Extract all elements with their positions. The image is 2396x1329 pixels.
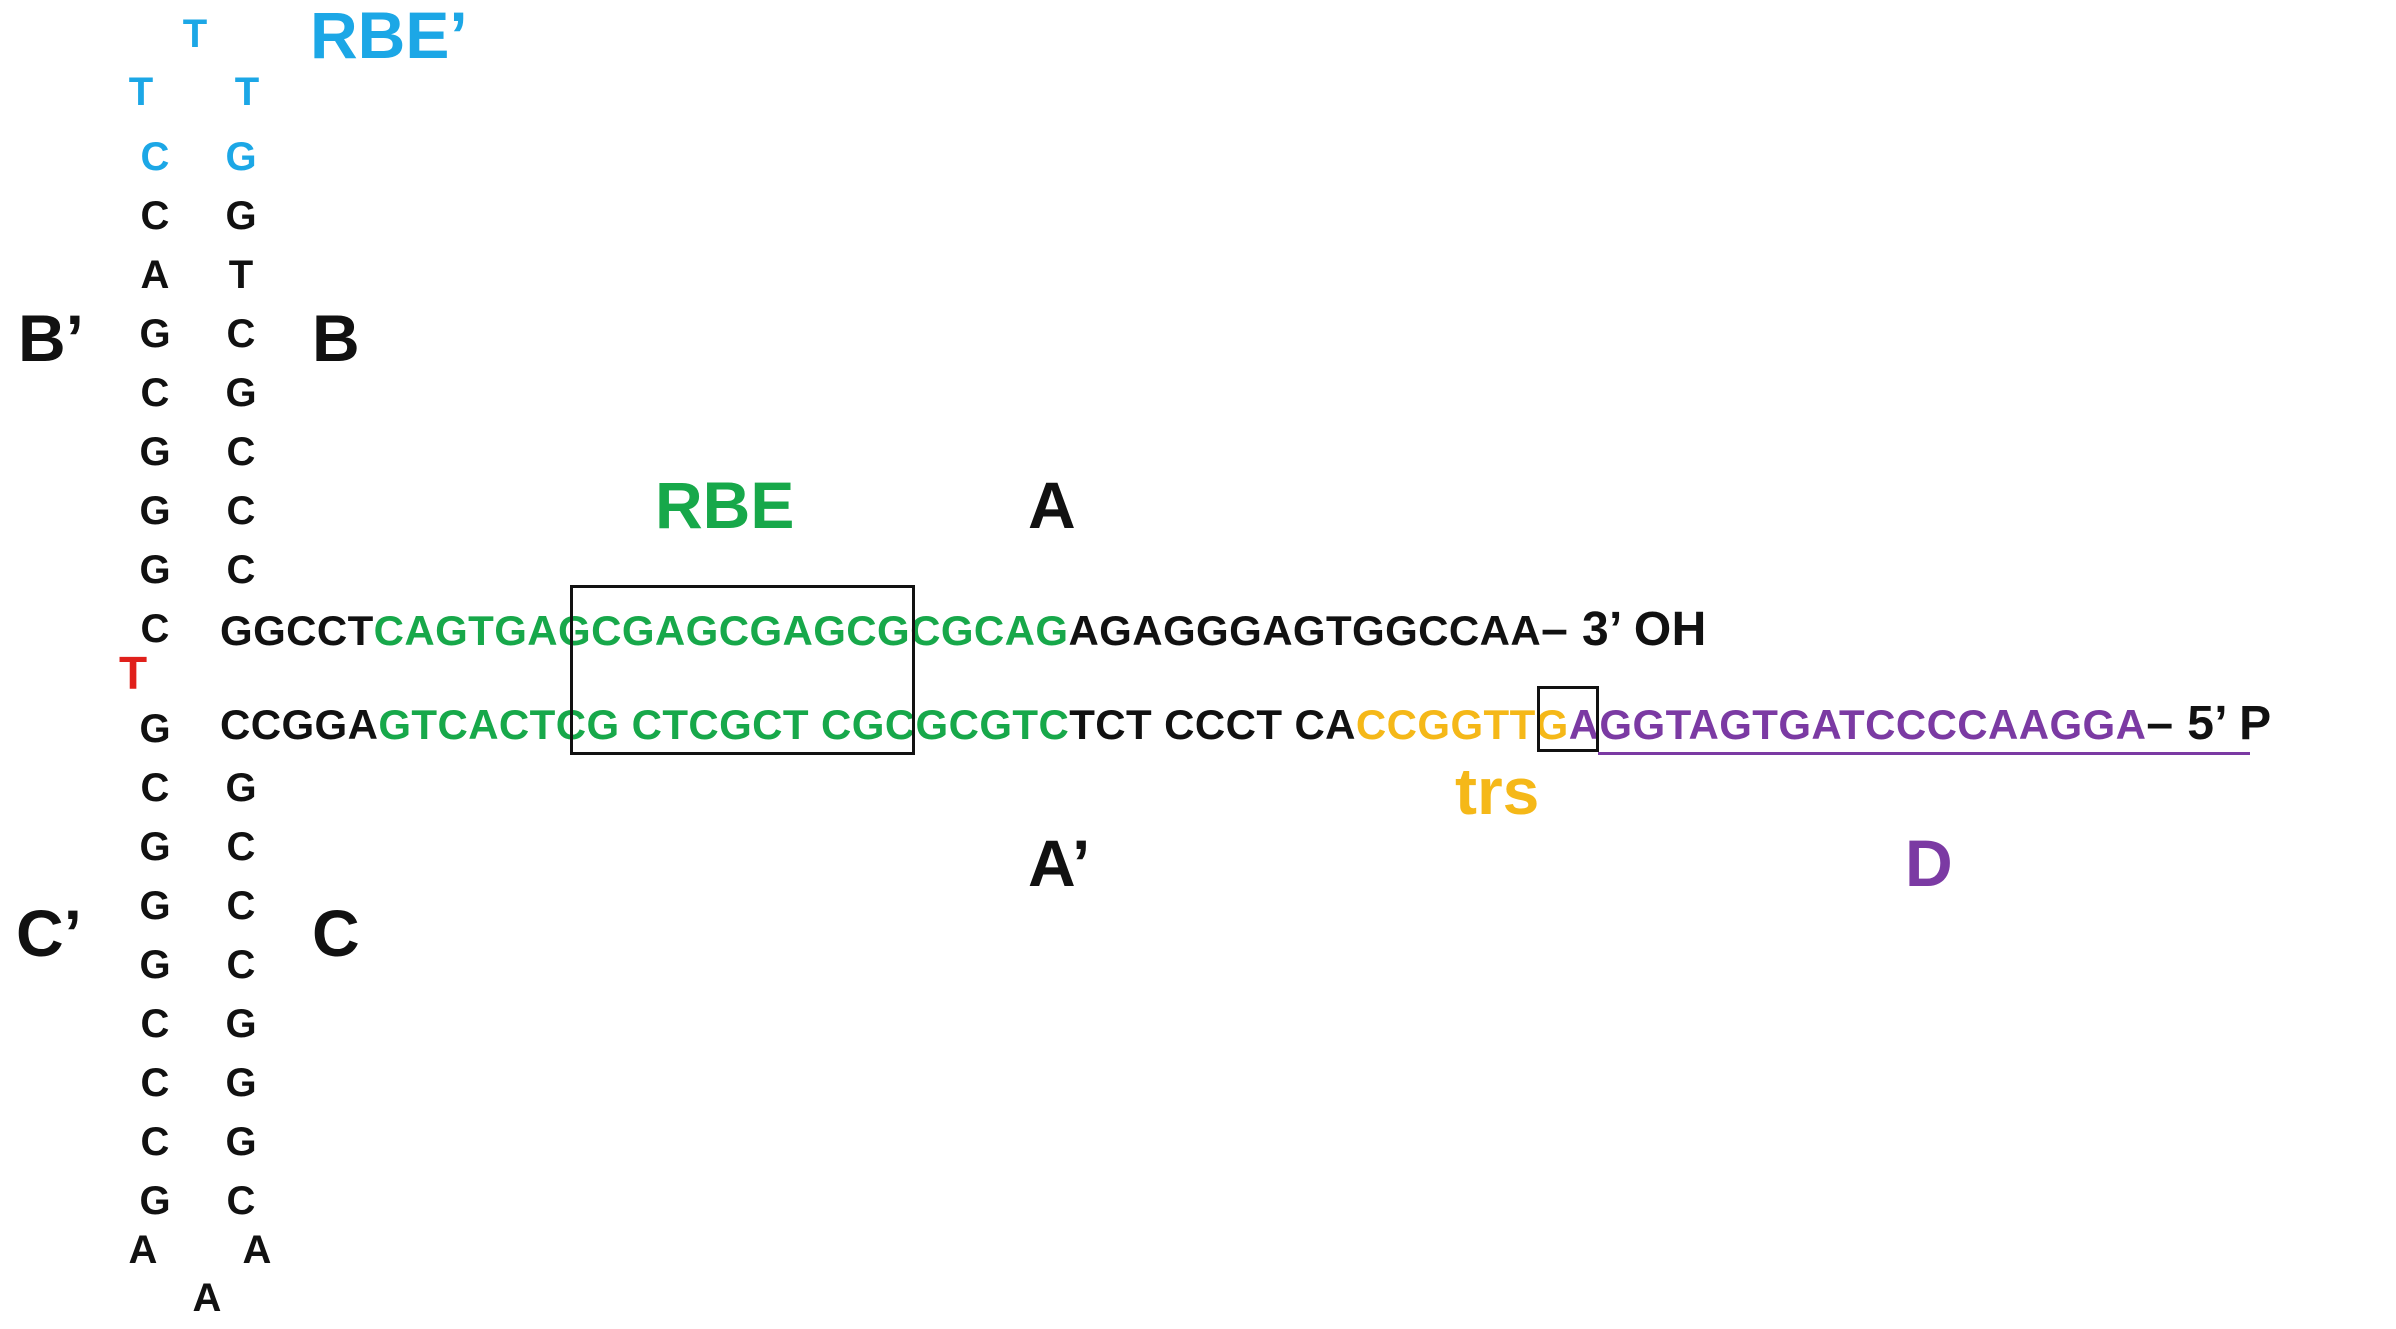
nucleotide: C [140,1002,170,1046]
d-underline [1598,752,2250,755]
nucleotide: C [226,884,256,928]
trs-box [1537,686,1599,752]
nucleotide: C [140,607,170,651]
bottom-strand-seg3: TCT CCCT CA [1069,701,1356,748]
bottom-strand-seg1: CCGGA [220,701,379,748]
nucleotide: C [140,194,170,238]
nucleotide: C [226,548,256,592]
nucleotide: A [140,253,170,297]
bottom-strand: CCGGAGTCACTCG CTCGCT CGCGCGTCTCT CCCT CA… [220,700,2272,748]
loop-b-left: T [128,70,154,114]
nucleotide: G [139,943,171,987]
nucleotide: T [228,253,254,297]
loop-b-right: T [234,70,260,114]
flip-nucleotide: T [118,647,148,699]
nucleotide: C [226,489,256,533]
nucleotide: C [226,430,256,474]
top-strand: GGCCTCAGTGAGCGAGCGAGCGCGCAGAGAGGGAGTGGCC… [220,606,1707,654]
nucleotide: G [225,1002,257,1046]
trs-label: trs [1455,754,1540,828]
nucleotide: G [139,1179,171,1223]
nucleotide: G [225,1120,257,1164]
nucleotide: G [225,1061,257,1105]
nucleotide: C [140,371,170,415]
nucleotide: C [226,943,256,987]
top-strand-end: – 3’ OH [1541,603,1707,656]
nucleotide: G [139,548,171,592]
rbe-prime-label: RBE’ [310,0,468,72]
nucleotide: C [140,135,170,179]
bottom-strand-end: – 5’ P [2146,697,2272,750]
nucleotide: C [140,766,170,810]
loop-b-apex: T [182,12,208,56]
top-strand-rbe: CAGTGAGCGAGCGAGCGCGCAG [373,607,1069,654]
nucleotide: G [225,194,257,238]
nucleotide: C [140,1061,170,1105]
d-label: D [1905,826,1953,900]
nucleotide: G [139,825,171,869]
loop-c-left: A [128,1228,158,1272]
c-prime-label: C’ [16,896,82,970]
bottom-strand-d: AGGTAGTGATCCCCAAGGA [1568,701,2147,748]
nucleotide: G [139,707,171,751]
b-prime-label: B’ [18,301,84,375]
nucleotide: C [140,1120,170,1164]
rbe-box [570,585,915,755]
nucleotide: G [139,430,171,474]
bottom-strand-trs: CCGGTTG [1355,701,1569,748]
nucleotide: G [139,489,171,533]
loop-c-apex: A [192,1276,222,1320]
rbe-label: RBE [655,468,795,542]
a-label: A [1028,468,1076,542]
nucleotide: G [139,312,171,356]
nucleotide: G [225,135,257,179]
nucleotide: G [225,371,257,415]
top-strand-seg3: AGAGGGAGTGGCCAA [1068,607,1542,654]
a-prime-label: A’ [1028,826,1091,900]
nucleotide: C [226,825,256,869]
nucleotide: C [226,1179,256,1223]
b-label: B [312,301,360,375]
nucleotide: G [225,766,257,810]
nucleotide: G [139,884,171,928]
loop-c-right: A [242,1228,272,1272]
c-label: C [312,896,360,970]
top-strand-seg1: GGCCT [220,607,374,654]
nucleotide: C [226,312,256,356]
bottom-strand-rbe: GTCACTCG CTCGCT CGCGCGTC [378,701,1070,748]
